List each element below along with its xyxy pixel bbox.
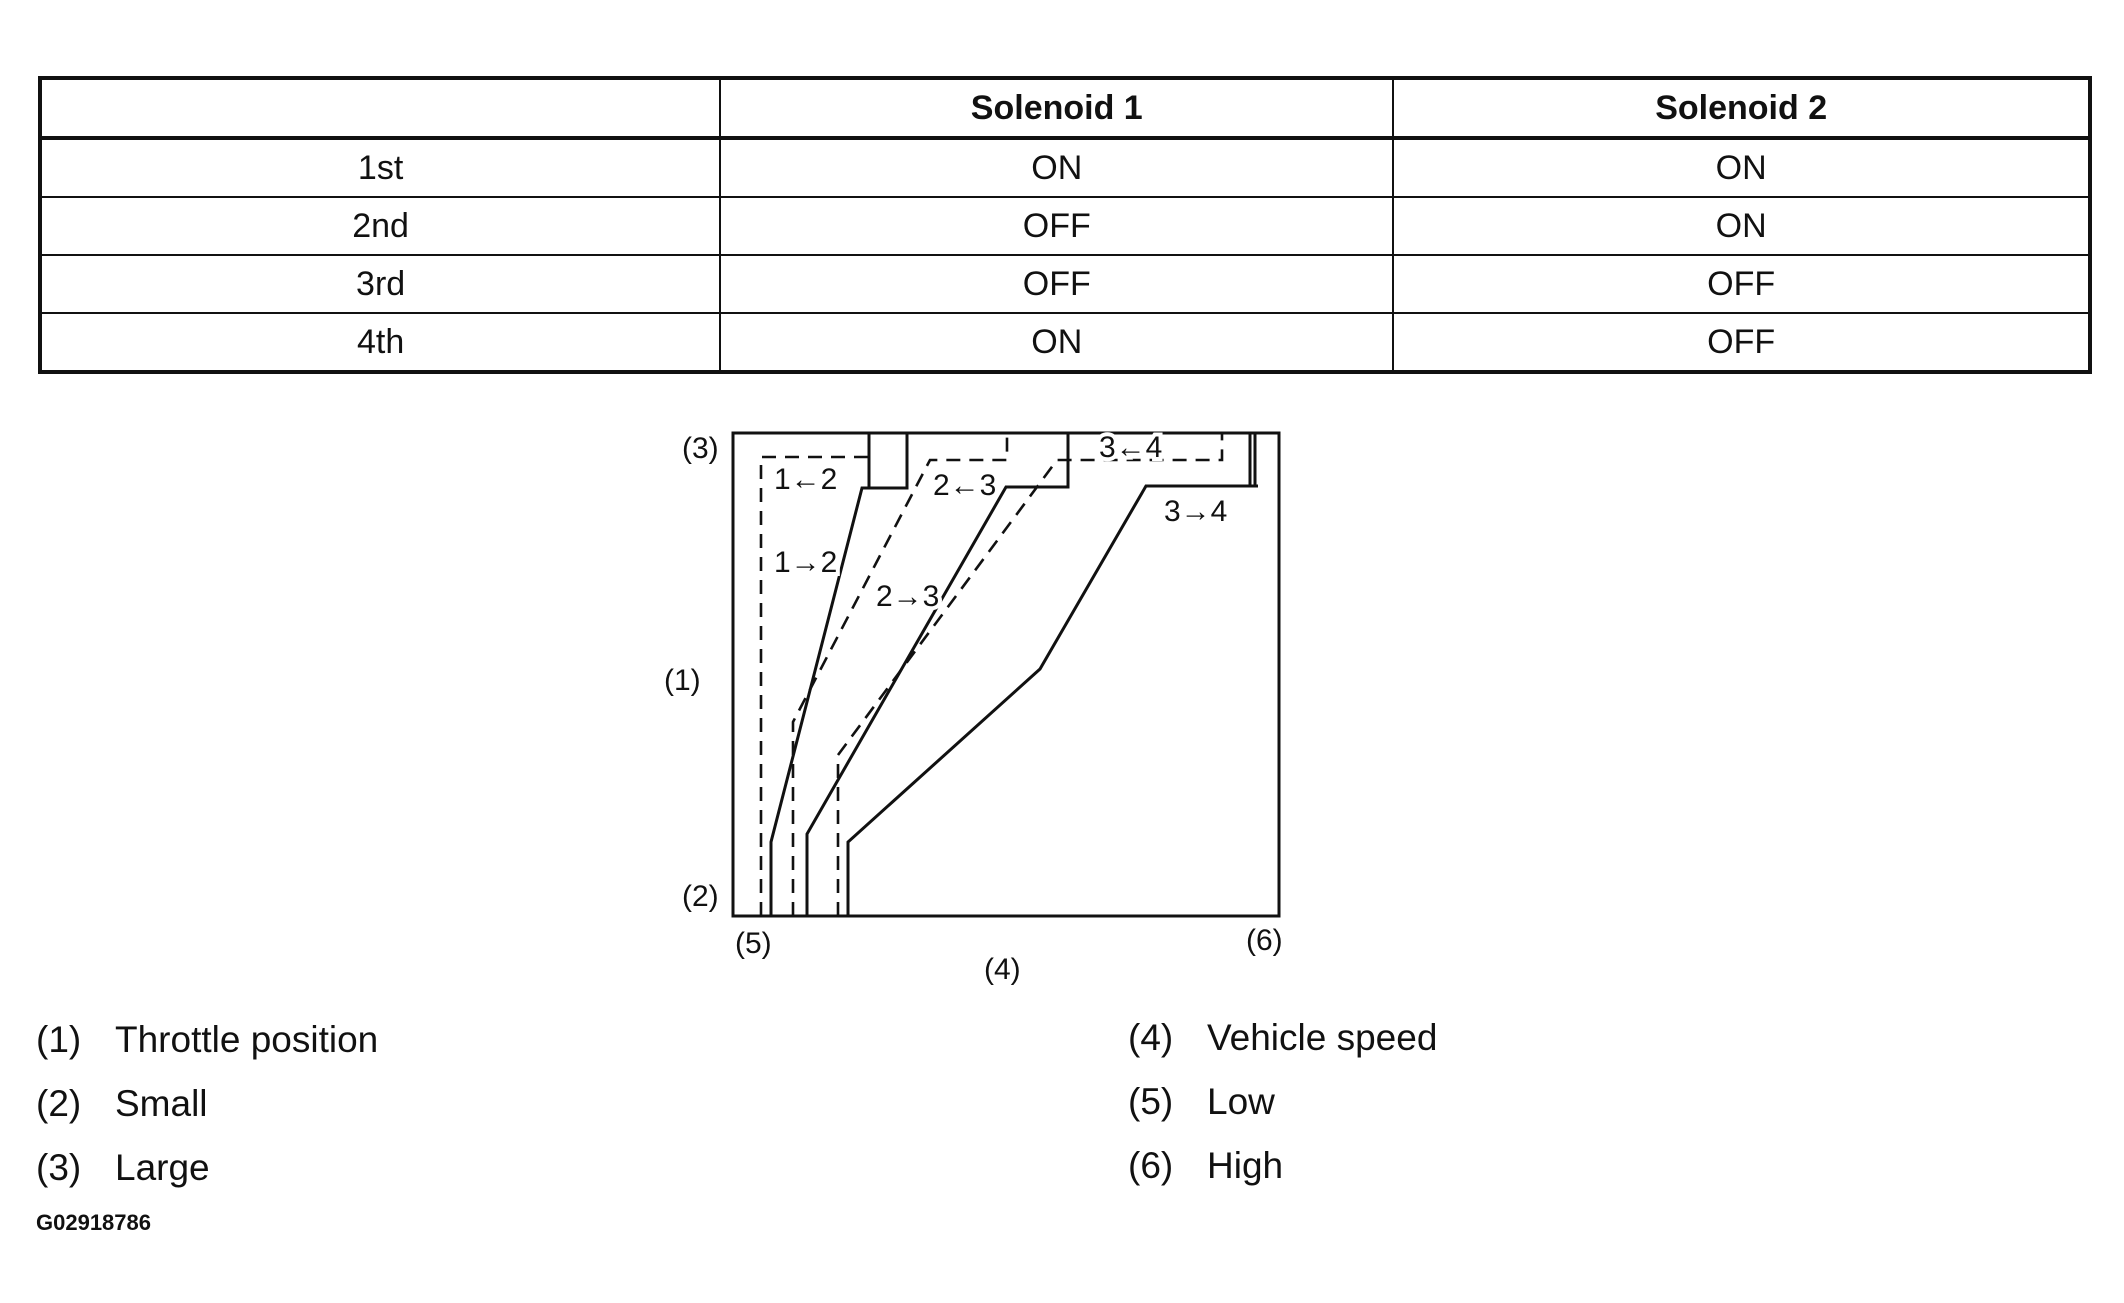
header-cell-solenoid-1: Solenoid 1 xyxy=(719,80,1395,140)
diagram-frame xyxy=(731,431,1281,918)
gear-cell: 3rd xyxy=(42,254,722,315)
solenoid-1-cell: ON xyxy=(719,312,1395,370)
header-cell-blank xyxy=(42,80,722,140)
shift-label-up-3-4: 3→4 xyxy=(1164,495,1227,528)
solenoid-1-cell: OFF xyxy=(719,196,1395,257)
legend-number: (5) xyxy=(1128,1081,1174,1122)
figure-id: G02918786 xyxy=(36,1210,151,1235)
solenoid-1-cell: OFF xyxy=(719,254,1395,315)
legend-text: Low xyxy=(1207,1081,1275,1122)
label-low: (5) xyxy=(735,927,772,960)
gear-cell: 2nd xyxy=(42,196,722,257)
legend-item-high: (6) High xyxy=(1128,1145,1283,1187)
legend-text: Vehicle speed xyxy=(1207,1017,1438,1058)
gear-cell: 4th xyxy=(42,312,722,370)
legend-item-throttle-position: (1) Throttle position xyxy=(36,1019,378,1061)
downshift-line-1-2 xyxy=(759,433,871,916)
table-row: 1st ON ON xyxy=(42,136,2088,199)
upshift-line-2-3 xyxy=(805,433,1070,916)
solenoid-2-cell: OFF xyxy=(1392,312,2088,370)
legend-number: (1) xyxy=(36,1019,82,1060)
downshift-line-3-4 xyxy=(836,433,1224,916)
solenoid-2-cell: ON xyxy=(1392,136,2088,199)
shift-label-down-1-2: 1←2 xyxy=(774,463,837,496)
table-row: 3rd OFF OFF xyxy=(42,254,2088,315)
label-small: (2) xyxy=(682,880,719,913)
shift-label-down-3-4: 3←4 xyxy=(1099,431,1162,464)
shift-label-down-2-3: 2←3 xyxy=(933,469,996,502)
legend-text: Large xyxy=(115,1147,210,1188)
shift-label-up-1-2: 1→2 xyxy=(774,546,837,579)
legend-text: Small xyxy=(115,1083,208,1124)
legend-number: (6) xyxy=(1128,1145,1174,1186)
legend-item-small: (2) Small xyxy=(36,1083,208,1125)
legend-number: (2) xyxy=(36,1083,82,1124)
solenoid-table: Solenoid 1 Solenoid 2 1st ON ON 2nd OFF … xyxy=(38,76,2092,374)
legend-text: Throttle position xyxy=(115,1019,379,1060)
table-row: 2nd OFF ON xyxy=(42,196,2088,257)
solenoid-2-cell: OFF xyxy=(1392,254,2088,315)
table-header-row: Solenoid 1 Solenoid 2 xyxy=(42,80,2088,140)
legend-number: (3) xyxy=(36,1147,82,1188)
legend-item-vehicle-speed: (4) Vehicle speed xyxy=(1128,1017,1437,1059)
gear-cell: 1st xyxy=(42,136,722,199)
label-speed: (4) xyxy=(984,953,1021,986)
label-large: (3) xyxy=(682,432,719,465)
upshift-line-3-4 xyxy=(846,433,1257,916)
table-row: 4th ON OFF xyxy=(42,312,2088,370)
solenoid-table-grid: Solenoid 1 Solenoid 2 1st ON ON 2nd OFF … xyxy=(42,80,2088,370)
legend-item-low: (5) Low xyxy=(1128,1081,1275,1123)
solenoid-2-cell: ON xyxy=(1392,196,2088,257)
downshift-line-2-3 xyxy=(791,433,1009,916)
header-cell-solenoid-2: Solenoid 2 xyxy=(1392,80,2088,140)
legend-text: High xyxy=(1207,1145,1284,1186)
upshift-line-1-2 xyxy=(769,433,909,916)
legend-item-large: (3) Large xyxy=(36,1147,210,1189)
shift-label-up-2-3: 2→3 xyxy=(876,580,939,613)
label-throttle: (1) xyxy=(664,664,701,697)
legend-number: (4) xyxy=(1128,1017,1174,1058)
solenoid-1-cell: ON xyxy=(719,136,1395,199)
label-high: (6) xyxy=(1246,924,1283,957)
